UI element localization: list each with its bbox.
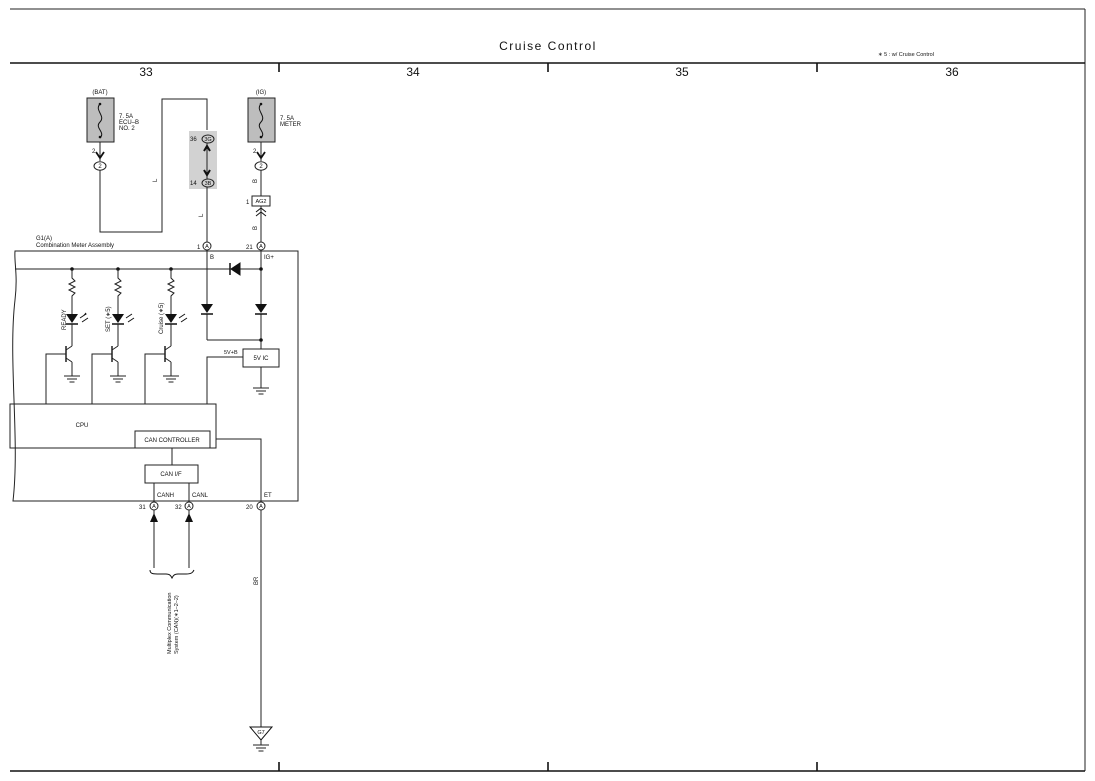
fuse-bat-source: (BAT) (92, 90, 107, 96)
meter-conn-b: A (205, 244, 209, 250)
et-label: ET (264, 493, 272, 499)
ground-label: G7 (257, 730, 264, 736)
canh-label: CANH (157, 493, 174, 499)
conn-canh: A (152, 504, 156, 510)
ag2-pin: 1 (246, 200, 250, 206)
wire-et-internal (216, 438, 262, 502)
cpu-block (9, 403, 217, 449)
pin-canh: 31 (139, 505, 146, 511)
wire-bat-l (99, 98, 208, 233)
diode-ig-line (255, 304, 267, 315)
indicator-ready-label: READY (62, 309, 68, 330)
can-controller-label: CAN CONTROLLER (144, 438, 200, 444)
wire-color-junction: L (199, 213, 205, 217)
connector-ag2: 1 AG2 (246, 195, 271, 217)
meter-assembly-outline (12, 250, 299, 502)
column-number-34: 34 (406, 65, 420, 79)
junction-conn-top: 3G (204, 137, 211, 143)
fuse-ig-rating: 7. 5A (280, 116, 294, 122)
junction-pin-top: 36 (190, 137, 197, 143)
meter-pin-b: 1 (197, 245, 201, 251)
multiplex-line-1: Multiplex Communication (167, 593, 173, 654)
multiplex-line-2: System (CAN)(∗1–2–2) (174, 595, 180, 654)
fuse-ig-pin: 2 (253, 149, 257, 155)
conn-et: A (259, 504, 263, 510)
column-number-36: 36 (945, 65, 959, 79)
meter-code: G1(A) (36, 236, 52, 242)
cpu-label: CPU (76, 423, 89, 429)
fuse-ig-name: METER (280, 122, 302, 128)
pin-canl: 32 (175, 505, 182, 511)
fuse-bat-connector: 2 (98, 164, 102, 170)
meter-label-b: B (210, 255, 214, 261)
diode-ig-input (229, 262, 241, 276)
option-note: ∗ 5 : w/ Cruise Control (878, 52, 934, 58)
fuse-ig-connector: 2 (259, 164, 263, 170)
junction-conn-bottom: 3B (205, 181, 212, 187)
fuse-meter: (IG) 7. 5A METER 2 2 (247, 90, 302, 171)
fuse-bat-rating: 7. 5A (119, 114, 133, 120)
canl-label: CANL (192, 493, 209, 499)
can-if-label: CAN I/F (160, 472, 182, 478)
indicator-cruise-circuit: Cruise (∗5) (144, 269, 188, 404)
wire-color-ig-lower: B (253, 226, 259, 230)
column-number-33: 33 (139, 65, 153, 79)
conn-canl: A (187, 504, 191, 510)
pin-et: 20 (246, 505, 253, 511)
indicator-cruise-label: Cruise (∗5) (159, 303, 165, 334)
ag2-name: AG2 (255, 199, 266, 205)
page-title: Cruise Control (499, 39, 597, 53)
supply-label: 5V+B (224, 350, 238, 356)
fuse-ig-source: (IG) (256, 90, 266, 96)
meter-label-ig: IG+ (264, 255, 274, 261)
meter-pin-ig: 21 (246, 245, 253, 251)
ground-point-g7: G7 (248, 726, 274, 752)
indicator-ready-circuit: READY (45, 269, 89, 404)
page-frame (10, 8, 1086, 772)
meter-internal-wiring: 5V+B (15, 250, 270, 404)
junction-pin-bottom: 14 (190, 181, 197, 187)
fuse-ecu-b-no2: (BAT) 7. 5A ECU–B NO. 2 2 2 (86, 90, 139, 171)
meter-conn-ig: A (259, 244, 263, 250)
column-number-35: 35 (675, 65, 689, 79)
junction-connector-3g-3b: 36 3G 14 3B (189, 131, 217, 189)
wire-color-bat: L (153, 178, 159, 182)
wire-color-et: BR (254, 576, 260, 585)
regulator-5v-ic (242, 348, 280, 368)
meter-name: Combination Meter Assembly (36, 243, 114, 249)
fuse-bat-name: ECU–B (119, 120, 139, 126)
can-bus-wires (149, 510, 195, 580)
indicator-set-label: SET (∗5) (106, 306, 112, 332)
fuse-bat-name-2: NO. 2 (119, 126, 135, 132)
diode-b-line (201, 304, 213, 315)
fuse-bat-pin: 2 (92, 149, 96, 155)
can-if-block (144, 464, 199, 484)
wire-color-ig-upper: B (253, 179, 259, 183)
indicator-set-circuit: SET (∗5) (91, 269, 135, 404)
regulator-label: 5V IC (253, 356, 269, 362)
